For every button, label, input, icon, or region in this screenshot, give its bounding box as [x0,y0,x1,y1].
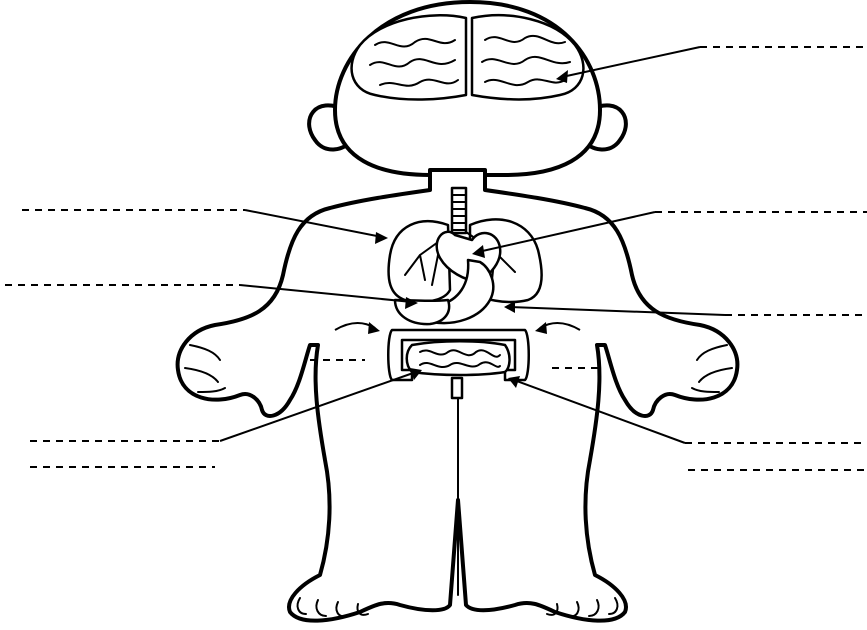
head [309,2,626,175]
brain-left-hemisphere [352,15,466,99]
small-intestine [407,341,510,375]
trachea [452,188,466,233]
rectum [452,378,462,398]
